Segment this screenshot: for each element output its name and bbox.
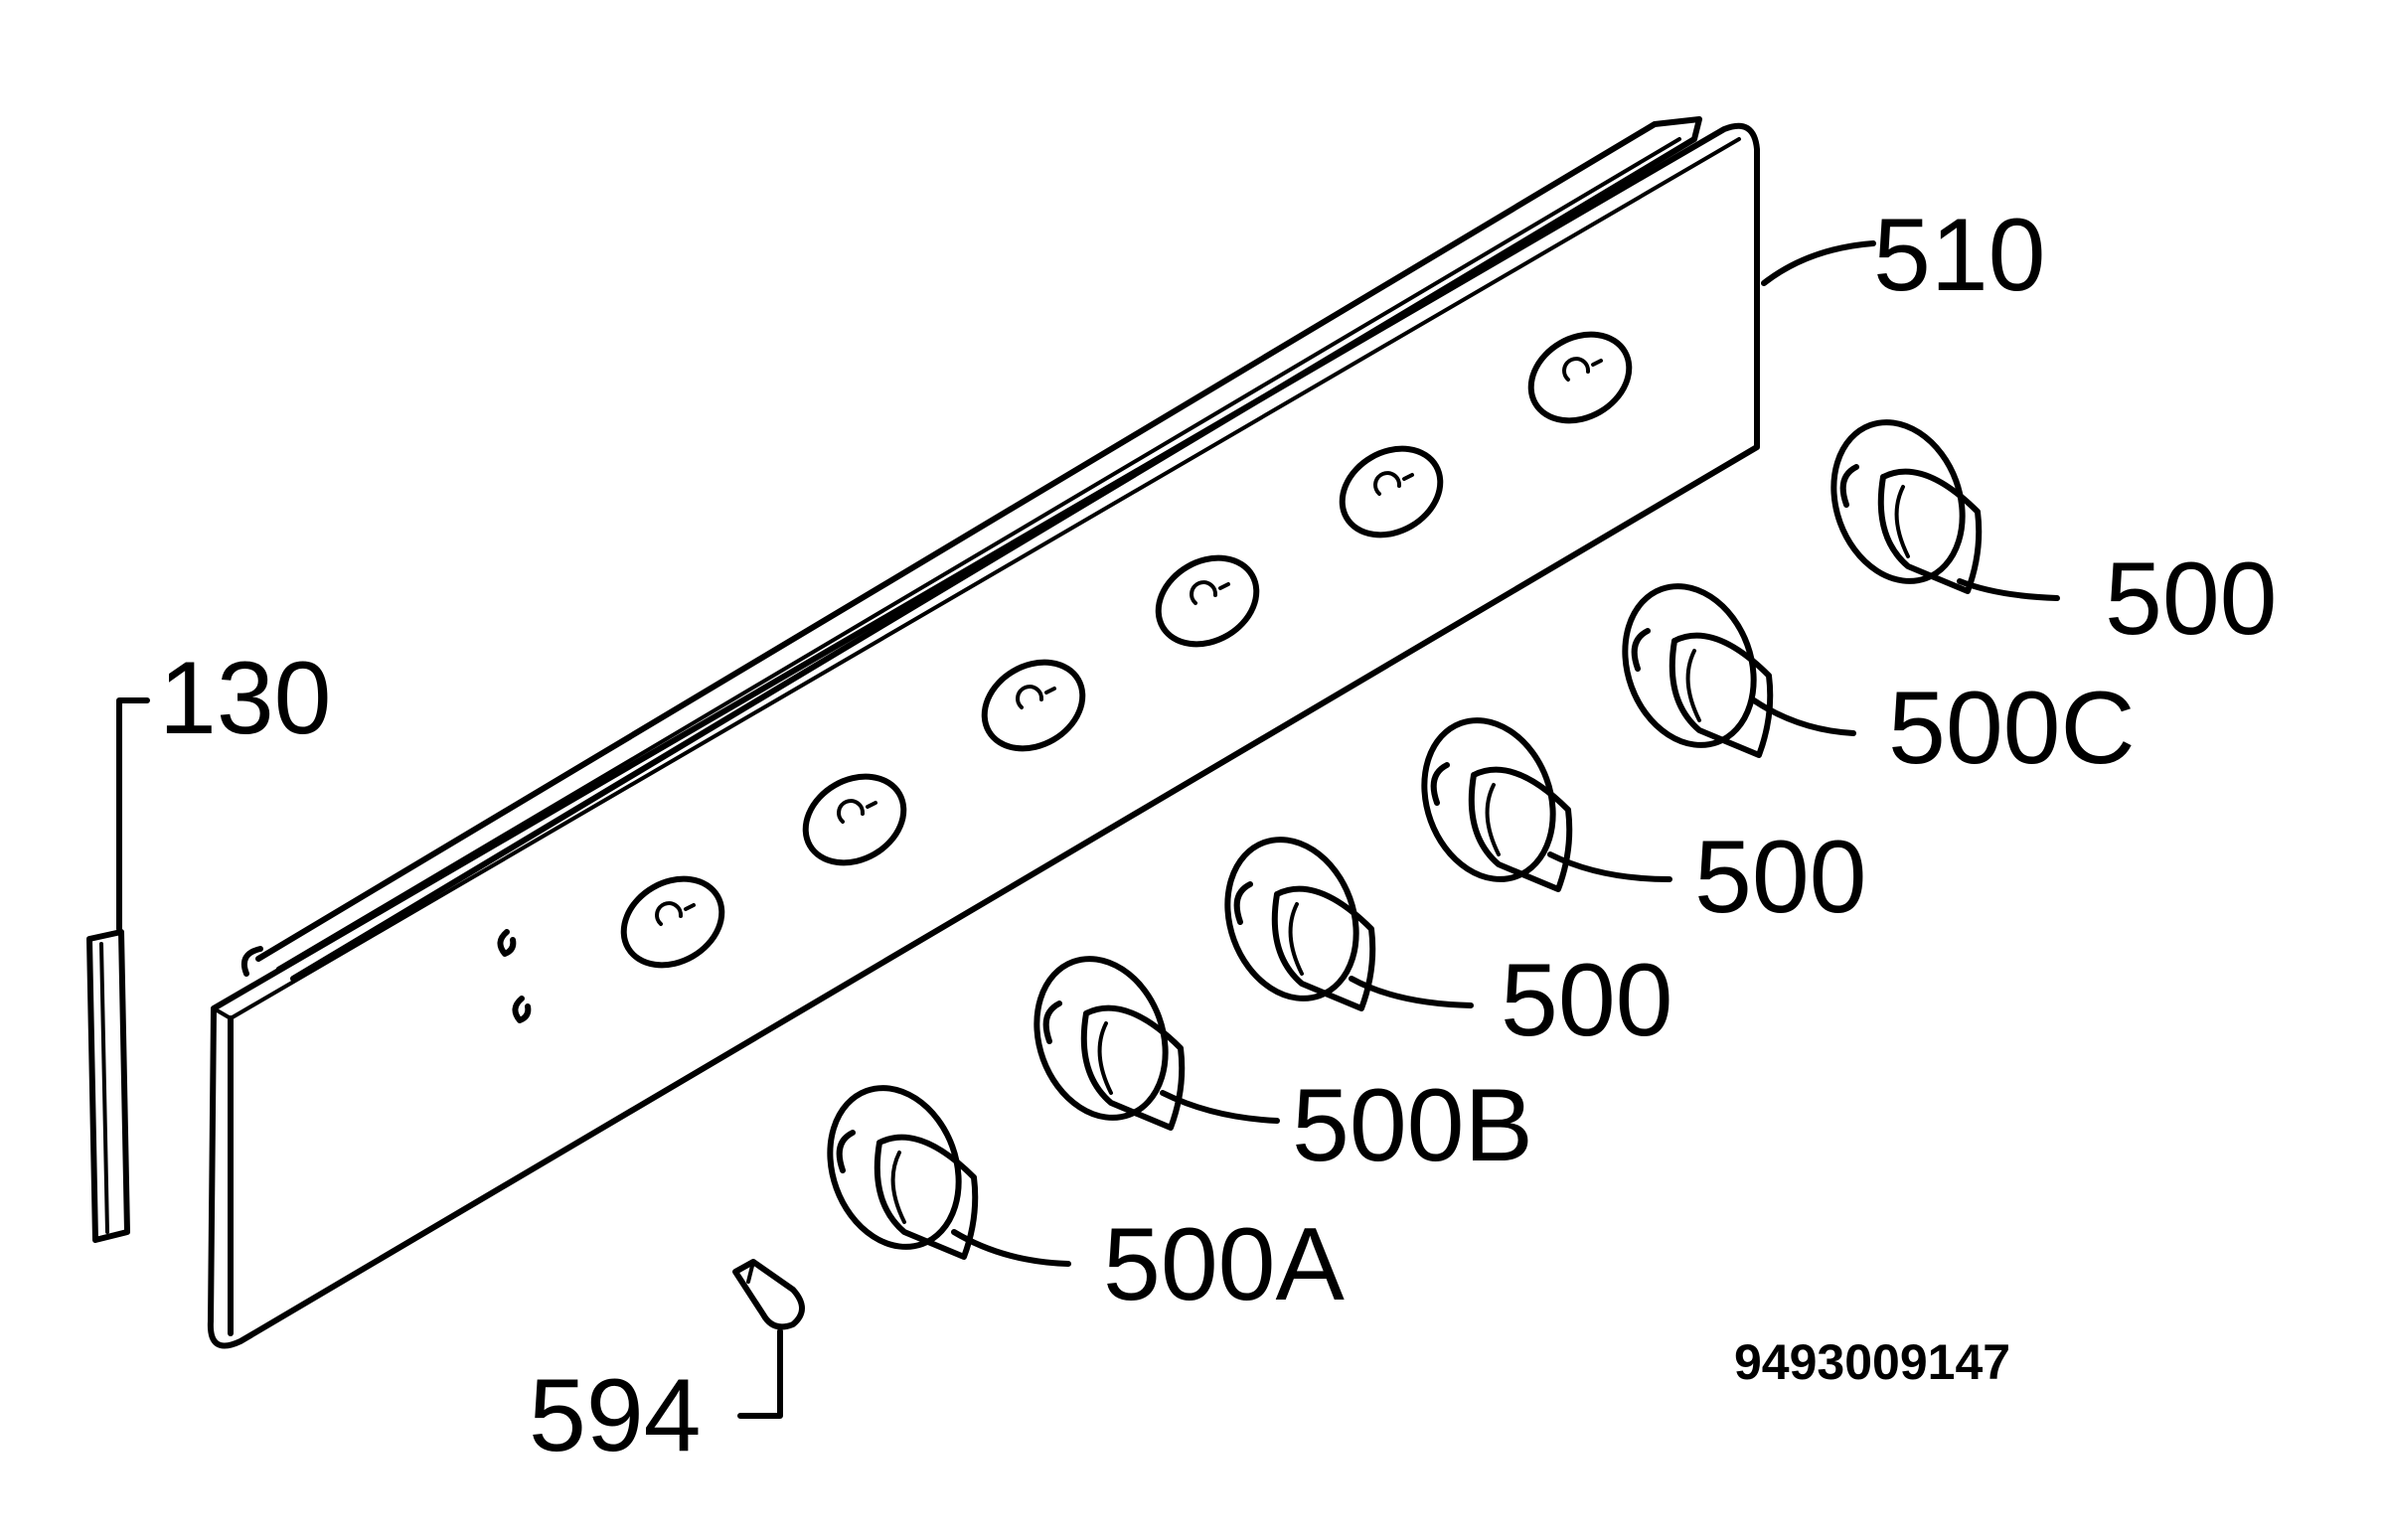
- knob-hole-icon: [620, 331, 1633, 969]
- knob-icon: [1830, 419, 1983, 594]
- knob-icon: [827, 1085, 979, 1260]
- label-594: 594: [529, 1358, 702, 1473]
- label-500a: 500A: [1103, 1207, 1346, 1322]
- label-500c: 500C: [1888, 671, 2136, 786]
- label-500-mid2: 500: [1501, 943, 1673, 1058]
- label-500-top: 500: [2105, 541, 2278, 657]
- drawing-code: 9493009147: [1734, 1334, 2010, 1390]
- knob-icon: [1224, 837, 1376, 1011]
- leader-lines: [116, 240, 2060, 1419]
- indicator-lamp-icon: [497, 929, 532, 1023]
- knob-icon: [1622, 583, 1774, 758]
- seal-strip: [86, 929, 130, 1243]
- screw-icon: [732, 1259, 805, 1330]
- label-500b: 500B: [1292, 1068, 1533, 1183]
- knob-icon: [1034, 956, 1186, 1131]
- control-knobs: [827, 419, 1983, 1260]
- label-130: 130: [159, 641, 332, 756]
- knob-icon: [1421, 717, 1573, 892]
- control-panel: [207, 116, 1760, 1349]
- label-510: 510: [1873, 198, 2046, 313]
- label-500-mid1: 500: [1694, 820, 1867, 935]
